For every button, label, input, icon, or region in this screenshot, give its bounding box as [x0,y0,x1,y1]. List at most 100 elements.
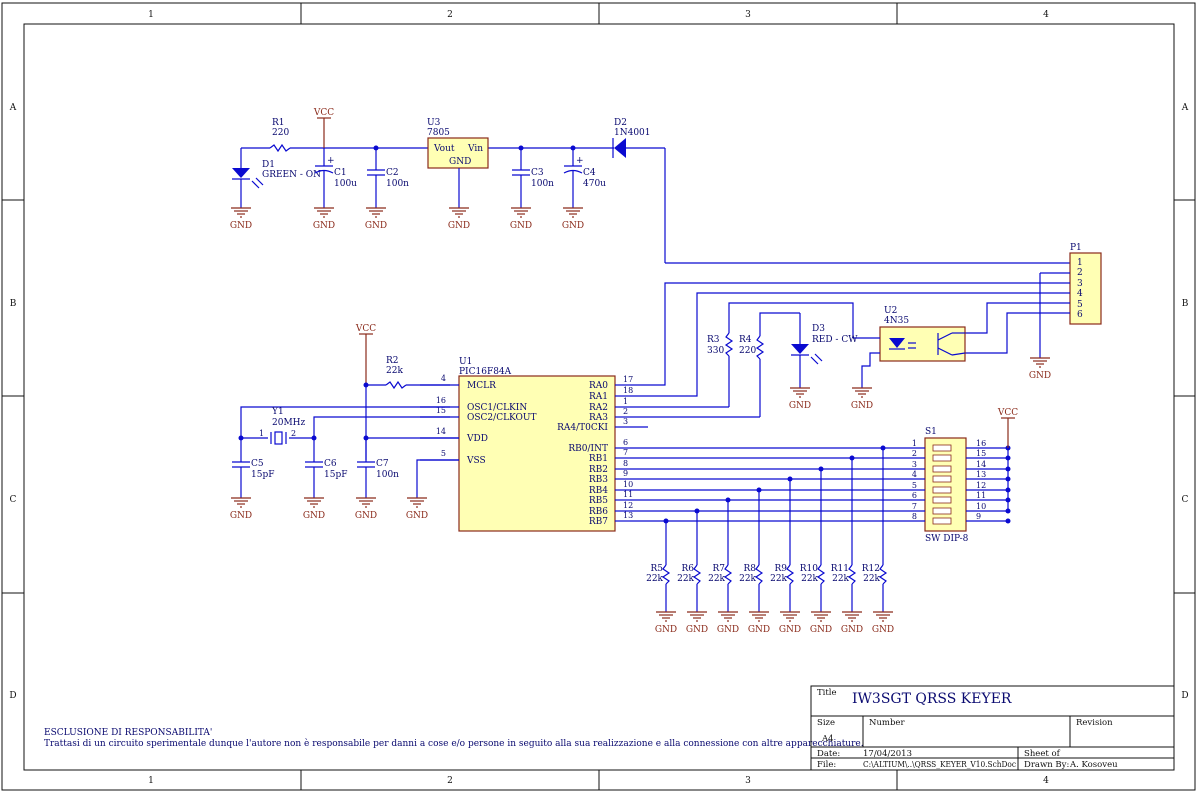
title-block: Title IW3SGT QRSS KEYER Size A4 Number R… [810,685,1175,771]
r4-ref: R4 [739,335,752,345]
gnd-label: GND [230,221,252,231]
u1-pinnum-1: 1 [623,397,628,406]
p1-ref: P1 [1070,243,1082,253]
border-row-a-right: A [1181,103,1189,113]
s1-pin-10: 10 [976,502,986,511]
u1-pin-mclr: MCLR [467,381,496,391]
y1-ref: Y1 [271,407,284,417]
s1-pin-16: 16 [976,439,986,448]
u3-regulator [427,137,489,169]
dip-switch-lever [932,475,952,483]
sheet-label: Sheet of [1024,749,1061,759]
gnd-label: GND [717,625,739,635]
border-row-c-right: C [1182,495,1189,505]
border-col-1-bottom: 1 [148,776,154,786]
disclaimer: ESCLUSIONE DI RESPONSABILITA' Trattasi d… [44,728,864,749]
c2-ref: C2 [386,168,399,178]
u1-pin-rb4: RB4 [589,486,608,496]
gnd-label: GND [448,221,470,231]
d3-led-icon [791,344,809,354]
r3-value: 330 [707,346,724,356]
pulldown-value-r9: 22k [770,574,787,584]
p1-pin-5: 5 [1077,300,1083,310]
u1-pinnum-5: 5 [441,449,446,458]
gnd-label: GND [313,221,335,231]
c3-ref: C3 [531,168,544,178]
pulldown-ref-r6: R6 [681,564,694,574]
border-col-4-bottom: 4 [1043,776,1049,786]
gnd-label: GND [779,625,801,635]
c1-value: 100u [334,179,357,189]
u1-pin-rb2: RB2 [589,465,608,475]
r2-resistor [385,380,407,390]
d1-value: GREEN - ON [262,170,321,180]
port-b-nets: R522kR622kR722kR822kR922kR1022kR1122kR12… [630,445,925,612]
gnd-label: GND [810,625,832,635]
dip-switch-lever [932,517,952,525]
u1-pin-vss: VSS [466,456,486,466]
p1-pin-1: 1 [1077,258,1083,268]
pulldown-ref-r9: R9 [774,564,787,574]
border-row-b-right: B [1182,299,1189,309]
pulldown-value-r5: 22k [646,574,663,584]
border-row-d-right: D [1181,691,1188,701]
d1-led-icon [232,168,250,178]
c7-value: 100n [376,470,399,480]
u3-ref: U3 [427,118,441,128]
disclaimer-heading: ESCLUSIONE DI RESPONSABILITA' [44,728,212,738]
s1-pin-5: 5 [912,481,917,490]
border-col-3-bottom: 3 [745,776,751,786]
u3-value: 7805 [427,128,450,138]
r4-value: 220 [739,346,756,356]
border-row-b-left: B [10,299,17,309]
r2-ref: R2 [386,356,399,366]
gnd-label: GND [230,511,252,521]
oscillator-section: VCC R2 22k Y1 20MHz 1 2 C5 15 [232,324,459,498]
gnd-label: GND [365,221,387,231]
u1-pin-ra0: RA0 [589,381,608,391]
pulldown-value-r10: 22k [801,574,818,584]
u1-pin-rb6: RB6 [589,507,608,517]
disclaimer-text: Trattasi di un circuito sperimentale dun… [44,738,864,749]
u1-pinnum-15: 15 [436,406,446,415]
c4-ref: C4 [583,168,596,178]
u2-optocoupler: U2 4N35 [728,302,966,388]
r3-ref: R3 [707,335,720,345]
s1-pin-12: 12 [976,481,986,490]
gnd-label: GND [562,221,584,231]
c4-value: 470u [583,179,606,189]
y1-pin2: 2 [291,429,296,438]
d2-value: 1N4001 [614,128,651,138]
gnd-label: GND [686,625,708,635]
pulldown-ref-r5: R5 [650,564,663,574]
border-col-4-top: 4 [1043,10,1049,20]
pulldown-value-r7: 22k [708,574,725,584]
s1-pin-4: 4 [912,470,917,479]
svg-text:+: + [576,156,584,166]
dip-switch-lever [932,507,952,515]
dip-switch-lever [932,486,952,494]
drawing-title: IW3SGT QRSS KEYER [852,691,1012,707]
s1-ref: S1 [925,427,937,437]
gnd-label: GND [655,625,677,635]
revision-label: Revision [1076,718,1113,728]
gnd-label: GND [748,625,770,635]
u1-pin-rb1: RB1 [589,454,608,464]
d3-ref: D3 [812,324,825,334]
s1-pin-13: 13 [976,470,986,479]
pulldown-ref-r10: R10 [800,564,819,574]
pulldown-value-r11: 22k [832,574,849,584]
vcc-label-c1: VCC [313,108,334,118]
p1-connector: P1 1 2 3 4 5 6 [630,243,1102,397]
c7-ref: C7 [376,459,389,469]
u1-ref: U1 [459,357,472,367]
u1-pin-ra3: RA3 [589,413,608,423]
pulldown-ref-r12: R12 [862,564,880,574]
u1-pinnum-14: 14 [436,427,446,436]
s1-value: SW DIP-8 [925,534,969,544]
file-value: C:\ALTIUM\..\QRSS_KEYER_V10.SchDoc [863,760,1016,770]
d1-ref: D1 [262,160,275,170]
